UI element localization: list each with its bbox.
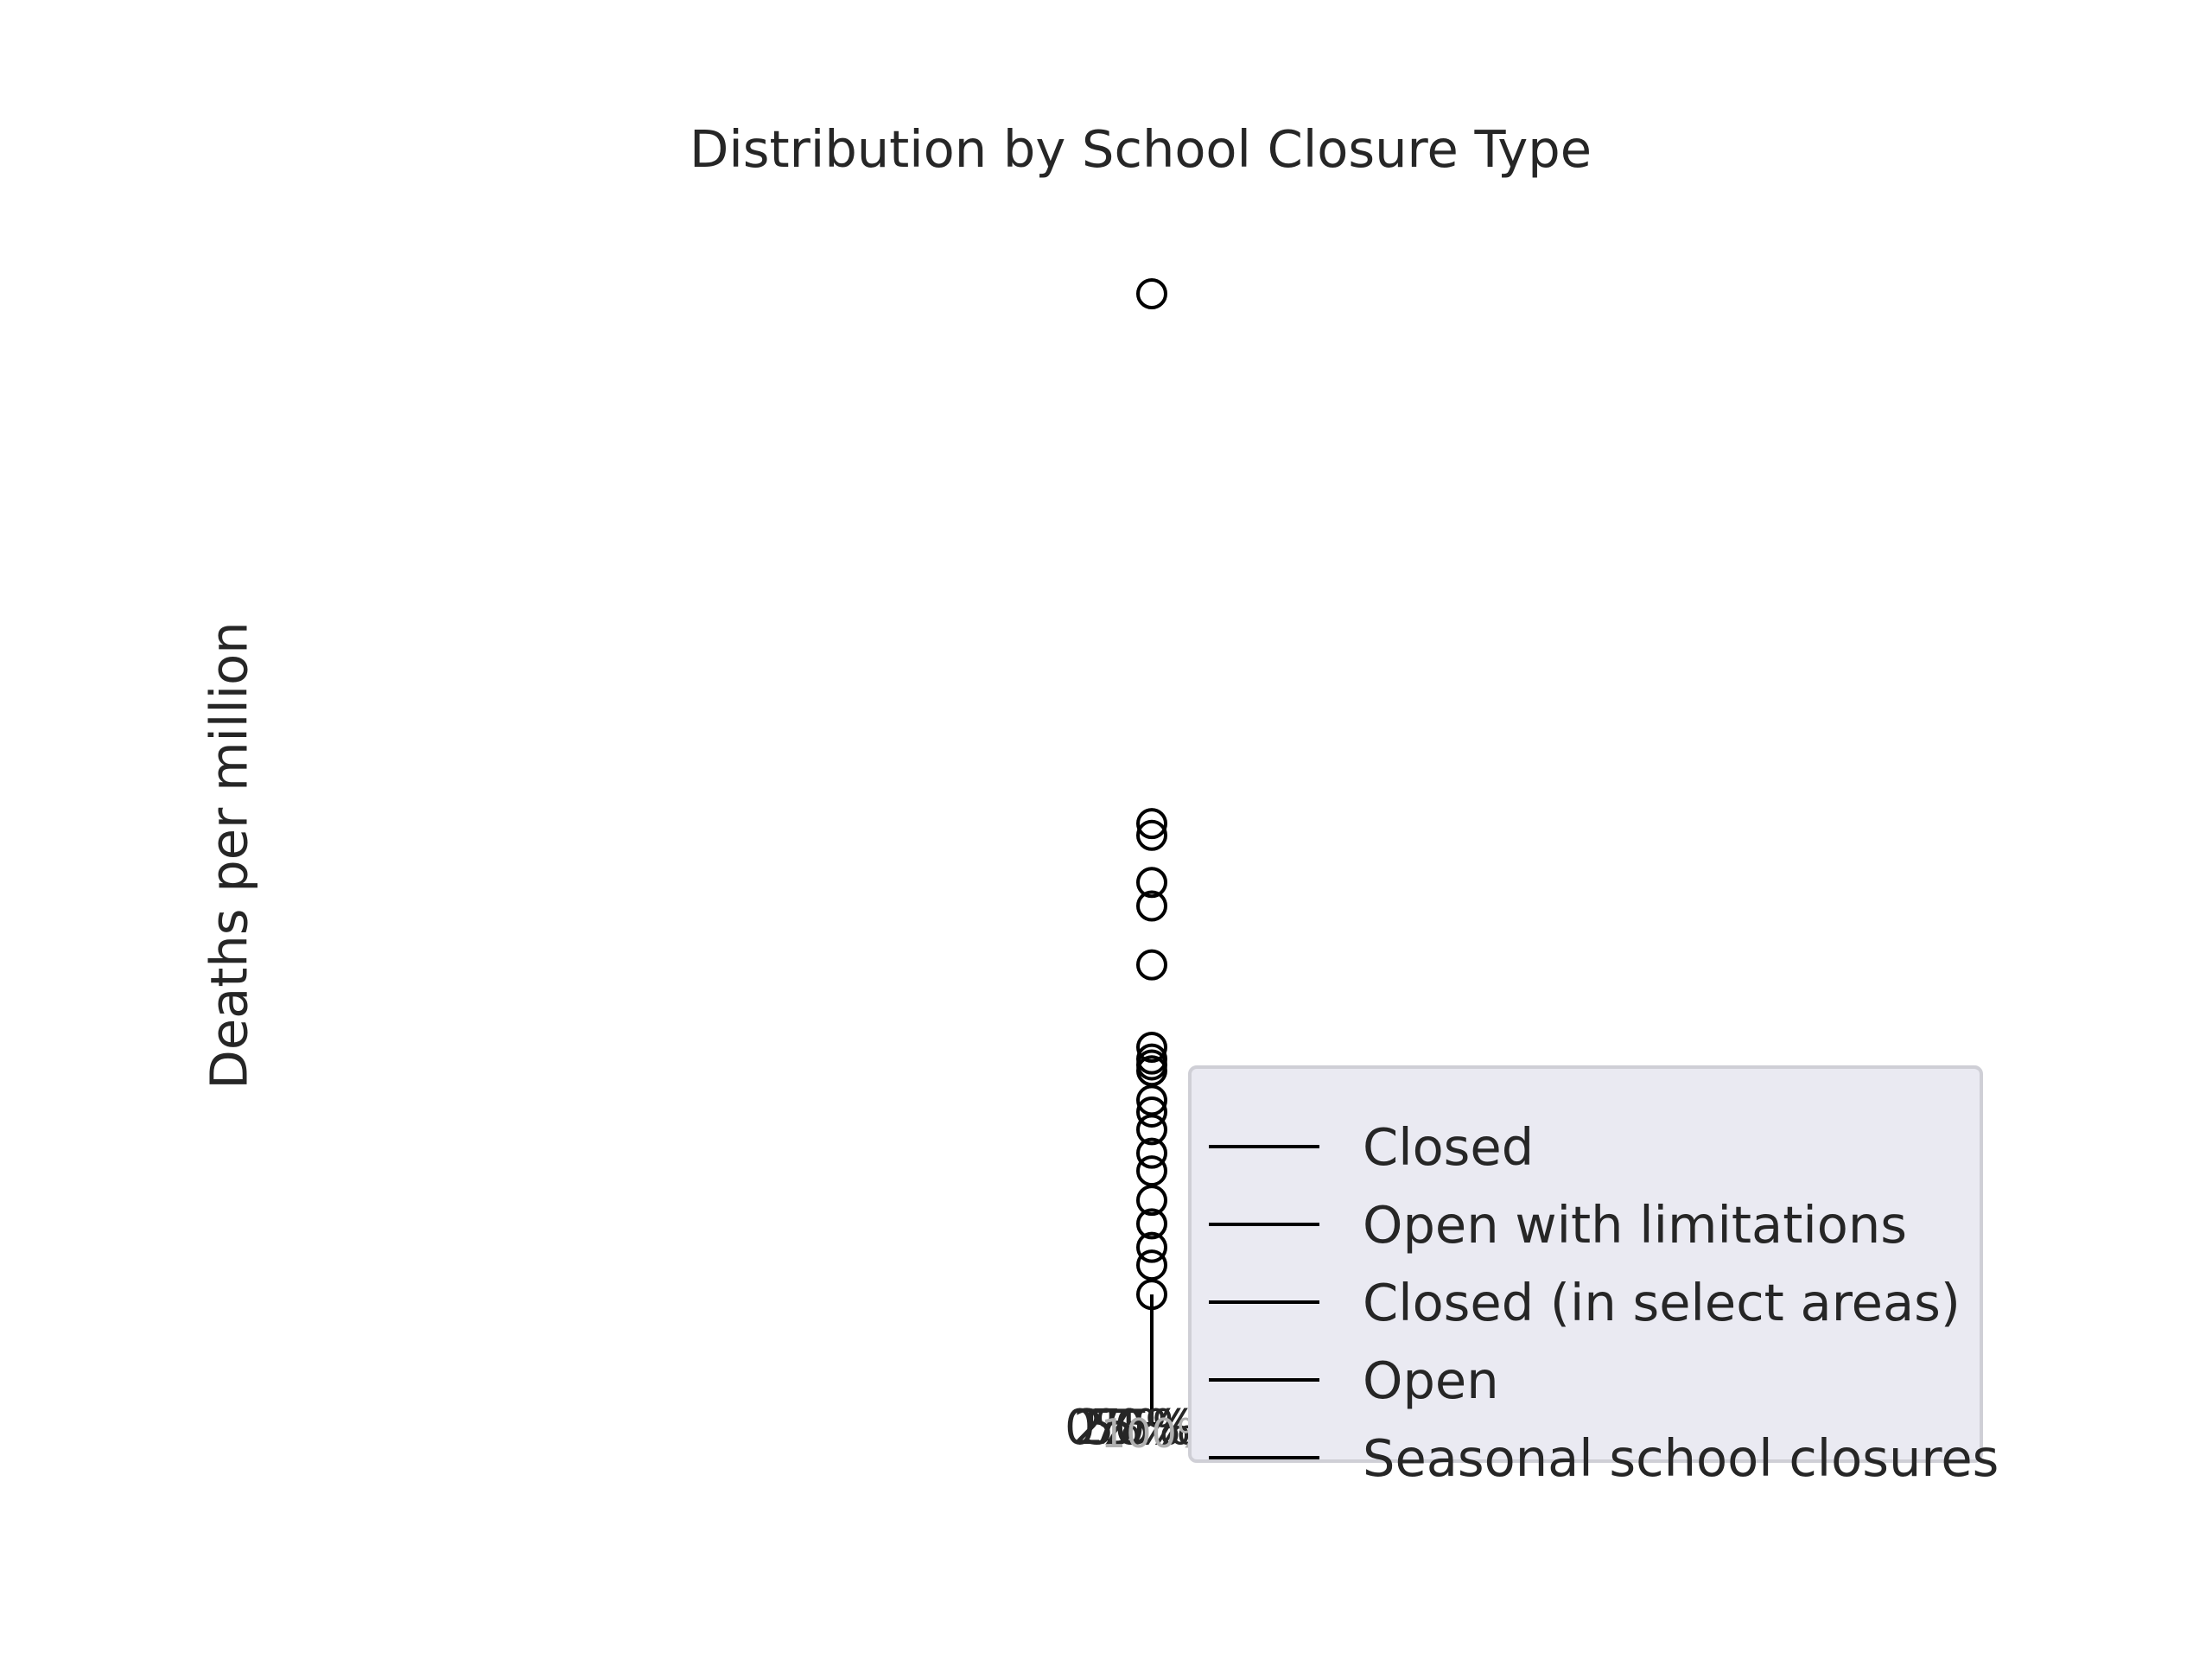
legend-item: Closed (in select areas) — [1209, 1268, 1961, 1337]
legend-label: Open — [1363, 1350, 1499, 1410]
outlier-point — [1136, 1114, 1167, 1146]
legend-line — [1209, 1223, 1319, 1226]
outlier-point — [1136, 1096, 1167, 1128]
outlier-point — [1136, 819, 1167, 851]
legend: Closed Open with limitations Closed (in … — [1188, 1065, 1999, 1488]
outlier-point — [1136, 867, 1167, 899]
legend-label: Closed — [1363, 1116, 1535, 1177]
outlier-point — [1136, 1032, 1167, 1063]
outlier-point — [1136, 1231, 1167, 1263]
legend-item: Seasonal school closures — [1209, 1423, 1999, 1492]
outlier-point — [1136, 949, 1167, 981]
chart-title: Distribution by School Closure Type — [689, 119, 1592, 179]
legend-label: Open with limitations — [1363, 1194, 1907, 1255]
tick-label: 25% — [1073, 1400, 1181, 1456]
tick-label: 0% — [1065, 1400, 1141, 1456]
legend-item: Closed — [1209, 1112, 1534, 1181]
legend-item: Open with limitations — [1209, 1190, 1907, 1259]
outlier-point — [1136, 808, 1167, 840]
outlier-point — [1136, 1249, 1167, 1281]
legend-line — [1209, 1456, 1319, 1459]
legend-line — [1209, 1145, 1319, 1148]
tick-label: 50% — [1084, 1400, 1192, 1456]
outlier-point — [1136, 278, 1167, 309]
outlier-point — [1136, 1208, 1167, 1240]
legend-label: Seasonal school closures — [1363, 1427, 1999, 1488]
outlier-point — [1136, 890, 1167, 922]
outlier-point — [1136, 1279, 1167, 1311]
outlier-point — [1136, 1043, 1167, 1075]
outlier-point — [1136, 1155, 1167, 1187]
outlier-point — [1136, 1084, 1167, 1116]
legend-label: Closed (in select areas) — [1363, 1272, 1961, 1332]
legend-item: Open — [1209, 1345, 1499, 1414]
legend-line — [1209, 1300, 1319, 1304]
tick-label: 75% — [1090, 1400, 1198, 1456]
outlier-point — [1136, 1185, 1167, 1217]
legend-line — [1209, 1378, 1319, 1382]
outlier-point — [1136, 1137, 1167, 1169]
